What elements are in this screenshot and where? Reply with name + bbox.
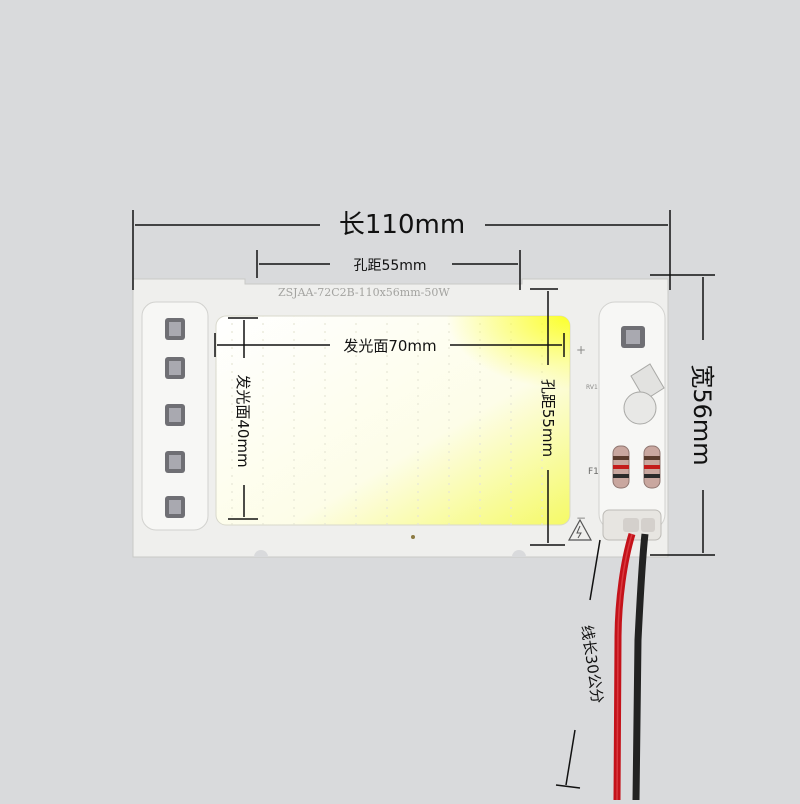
board-dot	[411, 535, 415, 539]
plus-mark: +	[576, 343, 586, 357]
wire-leads	[602, 509, 662, 801]
emitting-width-label: 发光面70mm	[343, 337, 436, 355]
left-led-strip	[141, 301, 209, 531]
led-chip	[165, 451, 185, 473]
fuse-resistor	[643, 445, 661, 489]
varistor-label: RV1	[586, 384, 598, 391]
model-text: ZSJAA-72C2B-110x56mm-50W	[278, 286, 450, 299]
mount-notch-left	[254, 550, 268, 557]
fuse-resistor	[612, 445, 630, 489]
rectifier-chip	[621, 326, 645, 348]
led-chip	[165, 404, 185, 426]
minus-mark: −	[576, 511, 586, 525]
mount-notch-right	[512, 550, 526, 557]
led-chip	[165, 318, 185, 340]
length-label: 长110mm	[339, 210, 465, 240]
hole-spacing-side-label: 孔距55mm	[539, 379, 557, 457]
width-label: 宽56mm	[688, 364, 716, 465]
emitting-area	[215, 315, 571, 526]
fuse-label: F1	[588, 467, 599, 477]
led-chip	[165, 496, 185, 518]
emitting-height-label: 发光面40mm	[234, 374, 252, 467]
high-voltage-warning-icon	[567, 518, 593, 541]
dimension-lines	[132, 210, 715, 789]
driver-housing	[598, 301, 666, 531]
hole-spacing-top-label: 孔距55mm	[353, 258, 426, 274]
varistor	[623, 363, 665, 425]
led-chip	[165, 357, 185, 379]
